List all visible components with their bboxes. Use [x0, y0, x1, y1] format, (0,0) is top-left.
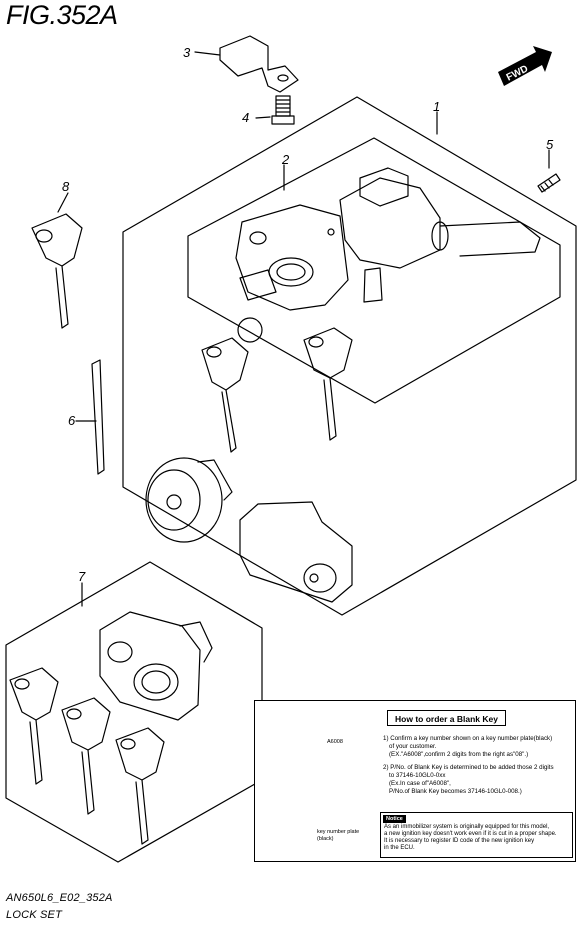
notice-line-3: It is necessary to register ID code of t…: [384, 838, 535, 844]
callout-7: 7: [78, 569, 86, 584]
notice-tag: Notice: [383, 815, 406, 823]
callout-2: 2: [282, 152, 290, 167]
bracket-part-3: [219, 35, 299, 93]
key-7b: [61, 697, 111, 815]
key-7c: [115, 727, 165, 845]
notice-panel: Notice As an immobilizer system is origi…: [380, 812, 573, 858]
fwd-arrow-icon: [498, 46, 552, 86]
bolt-part-4: [271, 95, 295, 125]
plate-caption: key number plate (black): [317, 829, 360, 842]
seat-lock-cylinder: [145, 457, 233, 543]
callout-4: 4: [242, 110, 250, 125]
notice-line-4: in the ECU.: [384, 845, 415, 851]
step2-line-2: to 37146-10GL0-0xx: [389, 772, 446, 779]
step1-line-1: 1) Confirm a key number shown on a key n…: [383, 735, 553, 742]
step2-line-4: P/No.of Blank Key becomes 37146-10GL0-00…: [389, 788, 522, 795]
section-name: LOCK SET: [6, 909, 63, 921]
key-part-8: [31, 213, 83, 329]
assembly-2-outline: [187, 137, 561, 404]
key-2b: [303, 327, 353, 441]
figure-title: FIG.352A: [6, 0, 118, 30]
step1-line-2: of your customer.: [389, 743, 437, 750]
callout-6: 6: [68, 413, 76, 428]
fuel-cap-lock: [239, 501, 353, 603]
note-heading: How to order a Blank Key: [387, 710, 506, 726]
step1-line-3: (EX."A6008",confirm 2 digits from the ri…: [389, 751, 529, 758]
notice-line-2: a new ignition key doesn't work even if …: [384, 831, 557, 837]
screw-part-5: [537, 173, 561, 193]
step2-line-1: 2) P/No. of Blank Key is determined to b…: [383, 764, 554, 771]
callout-3: 3: [183, 45, 191, 60]
key-7a: [9, 667, 59, 785]
cable-tie-part-6: [91, 359, 105, 475]
assembly-1-outline: [122, 96, 577, 616]
notice-line-1: As an immobilizer system is originally e…: [384, 824, 550, 830]
blank-key-note: A6008 key number plate (black) How to or…: [254, 700, 576, 862]
callout-8: 8: [62, 179, 70, 194]
assembly-7-outline: [5, 561, 263, 863]
step2-line-3: (Ex.In case of"A6008",: [389, 780, 451, 787]
lock-set-part-7: [99, 611, 213, 721]
plate-label: A6008: [327, 739, 343, 745]
callout-5: 5: [546, 137, 554, 152]
ignition-switch-part-2: [235, 167, 541, 343]
key-2a: [201, 337, 249, 453]
callout-1: 1: [433, 99, 441, 114]
model-code: AN650L6_E02_352A: [6, 892, 113, 904]
